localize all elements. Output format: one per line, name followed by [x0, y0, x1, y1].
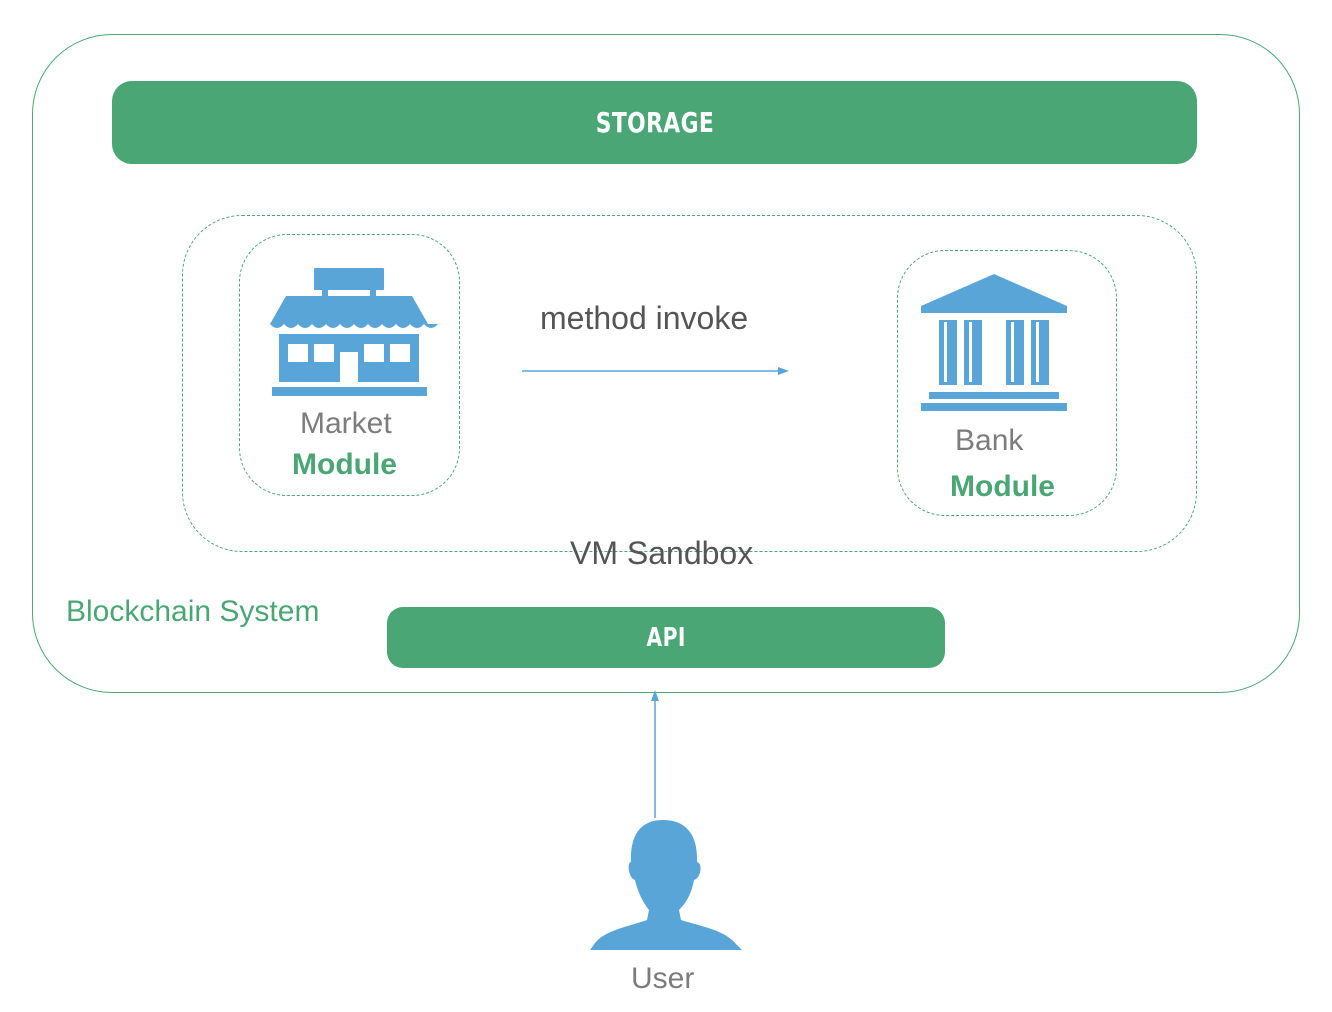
storage-label: STORAGE: [595, 106, 714, 139]
vm-sandbox-container: [182, 215, 1197, 552]
bank-module-container: [897, 250, 1117, 516]
method-invoke-label: method invoke: [540, 300, 749, 336]
bank-module-label: Module: [950, 470, 1055, 503]
invoke-arrow: [522, 367, 789, 375]
blockchain-system-label: Blockchain System: [66, 595, 320, 628]
api-label: API: [646, 622, 686, 653]
market-module-container: [239, 234, 460, 496]
bank-icon: [921, 274, 1067, 411]
api-bar: API: [387, 607, 945, 668]
user-icon: [590, 820, 742, 950]
store-icon: [270, 268, 438, 396]
market-label: Market: [300, 407, 392, 440]
bank-label: Bank: [955, 424, 1024, 457]
storage-bar: STORAGE: [112, 81, 1197, 164]
market-module-label: Module: [292, 448, 397, 481]
vm-sandbox-label: VM Sandbox: [570, 535, 754, 571]
user-label: User: [631, 962, 695, 995]
user-api-arrow: [651, 690, 659, 818]
blockchain-system-container: [32, 34, 1300, 693]
